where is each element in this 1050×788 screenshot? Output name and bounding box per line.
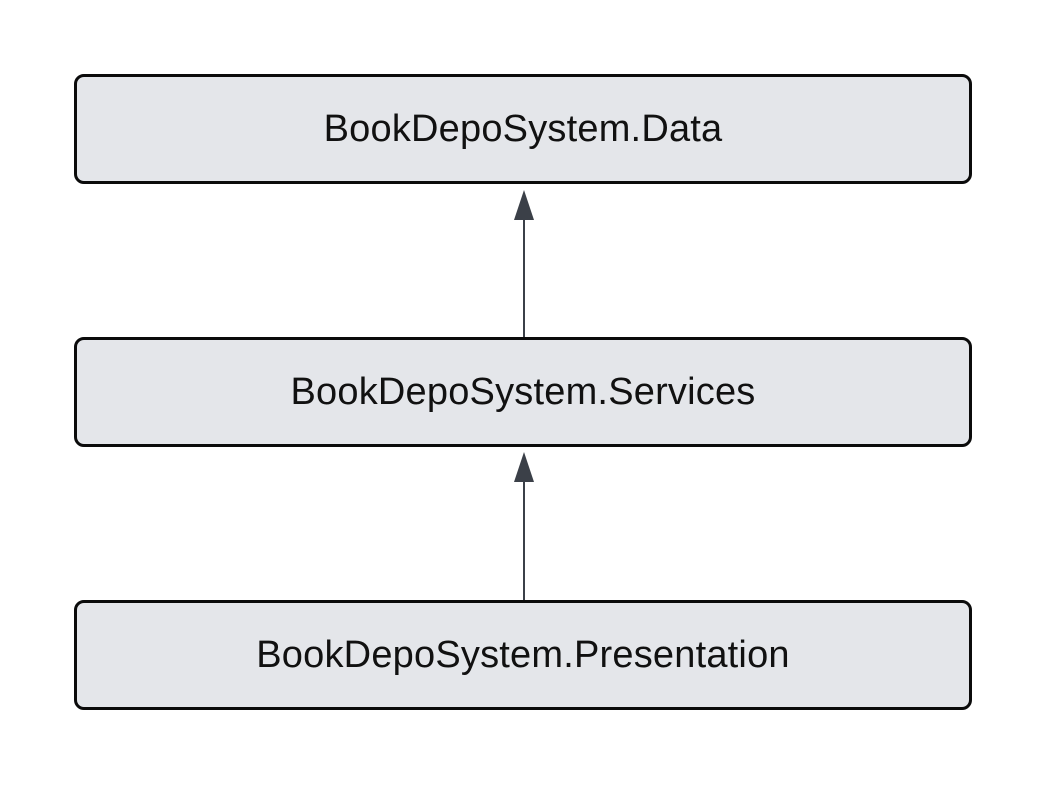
node-label: BookDepoSystem.Presentation [256,633,790,676]
arrowhead-icon [514,190,534,220]
node-presentation: BookDepoSystem.Presentation [74,600,972,710]
node-label: BookDepoSystem.Data [323,107,723,150]
node-services: BookDepoSystem.Services [74,337,972,447]
arrowhead-icon [514,452,534,482]
edge-presentation-to-services [514,452,534,600]
edge-services-to-data [514,190,534,337]
node-label: BookDepoSystem.Services [290,370,756,413]
node-data: BookDepoSystem.Data [74,74,972,184]
